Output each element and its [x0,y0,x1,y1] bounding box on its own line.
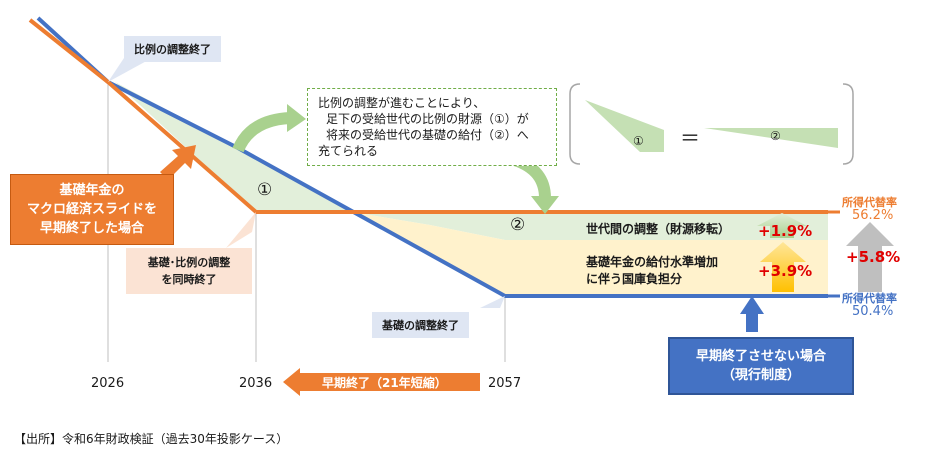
macro-line-2: マクロ経済スライドを [26,202,157,217]
up-arrow-subsidy [760,242,806,292]
bracket-marker-one: ① [633,134,644,148]
macro-line-3: 早期終了した場合 [39,221,144,236]
triangle-two [704,128,838,148]
bracket-right [842,83,854,165]
arrow-to-band-head [531,196,559,214]
simultaneous-line-1: 基礎･比例の調整 [147,256,231,269]
callout-macro-early-end: 基礎年金の マクロ経済スライドを 早期終了した場合 [10,174,174,245]
triangle-one [585,100,664,152]
callout-current-system: 早期終了させない場合 （現行制度） [668,337,854,395]
note-line-2: 足下の受給世代の比例の財源（①）が [326,112,529,126]
subsidy-pct: +3.9% [758,262,813,280]
bottom-rate-value: 50.4% [852,304,894,319]
callout-note: 比例の調整が進むことにより、 足下の受給世代の比例の財源（①）が 将来の受給世代… [307,88,557,166]
note-line-4: 充てられる [318,144,379,158]
callout-simultaneous-end: 基礎･比例の調整 を同時終了 [126,248,252,294]
macro-line-1: 基礎年金の [59,183,125,198]
current-line-1: 早期終了させない場合 [695,349,826,364]
arrow-to-note [232,112,291,153]
bottom-rate-label: 所得代替率 [842,292,897,305]
intergen-band-label: 世代間の調整（財源移転） [586,222,731,236]
top-rate-value: 56.2% [852,208,894,223]
arrow-early-end [283,368,480,396]
marker-one: ① [257,180,273,200]
callout-proportional-end: 比例の調整終了 [124,36,221,62]
subsidy-band-label: 基礎年金の給付水準増加 に伴う国庫負担分 [586,254,718,288]
up-arrow-total [846,222,894,292]
subsidy-line-2: に伴う国庫負担分 [586,272,683,286]
arrow-current-up [740,296,764,332]
bracket-equals: ＝ [680,126,700,150]
early-end-arrow-label: 早期終了（21年短縮） [322,376,447,390]
up-arrow-intergen [757,213,807,238]
arrow-macro-to-line [160,145,196,180]
tick-2036: 2036 [239,376,273,391]
pointer-proportional-end [108,58,152,82]
early-end-line [28,18,828,214]
intergen-pct: +1.9% [758,222,813,240]
source-note: 【出所】令和6年財政検証（過去30年投影ケース） [14,432,289,446]
bracket-marker-two: ② [770,129,781,143]
total-pct: +5.8% [846,248,901,266]
tick-2057: 2057 [488,376,522,391]
pointer-basic-end [480,296,505,308]
region-two-green [352,212,828,240]
note-line-3: 将来の受給世代の基礎の給付（②）へ [326,128,529,142]
top-rate-label: 所得代替率 [842,196,897,209]
note-line-1: 比例の調整が進むことにより、 [318,96,486,110]
pointer-simultaneous [226,212,256,248]
current-line-2: （現行制度） [721,368,800,383]
tick-2026: 2026 [91,376,125,391]
callout-basic-end: 基礎の調整終了 [372,312,469,338]
marker-two: ② [510,215,526,235]
bracket-left [569,83,581,165]
subsidy-line-1: 基礎年金の給付水準増加 [586,255,719,269]
arrow-to-note-head [287,104,306,132]
simultaneous-line-2: を同時終了 [161,273,217,286]
